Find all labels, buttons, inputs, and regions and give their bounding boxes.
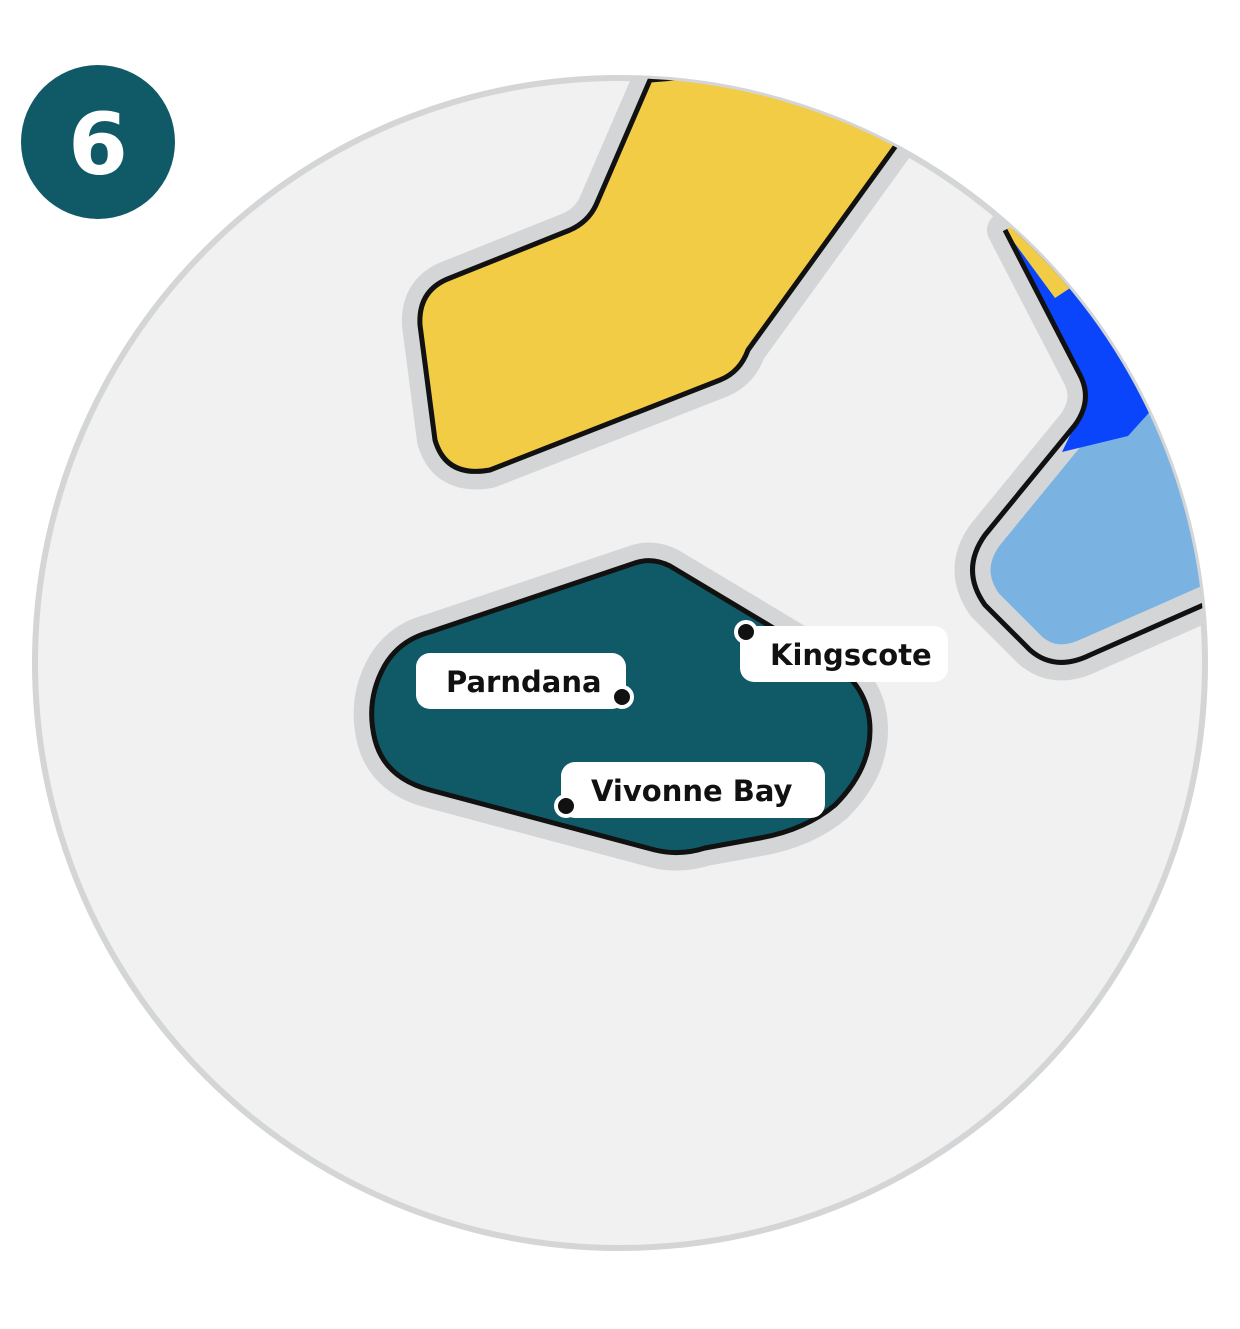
town-label-kingscote: Kingscote	[770, 638, 932, 672]
town-marker-dot	[738, 624, 754, 640]
step-badge: 6	[21, 65, 175, 219]
town-kingscote: Kingscote	[734, 620, 948, 682]
town-marker-dot	[558, 798, 574, 814]
town-label-box	[740, 626, 948, 682]
yellow-region	[401, 78, 923, 490]
town-label-vivonne-bay: Vivonne Bay	[591, 774, 793, 808]
town-label-box	[561, 762, 825, 818]
badge-circle	[21, 65, 175, 219]
town-label-parndana: Parndana	[446, 665, 602, 699]
town-vivonne-bay: Vivonne Bay	[554, 762, 825, 818]
town-marker-dot	[614, 689, 630, 705]
town-parndana: Parndana	[416, 653, 634, 709]
town-label-box	[416, 653, 626, 709]
badge-number: 6	[68, 95, 128, 195]
